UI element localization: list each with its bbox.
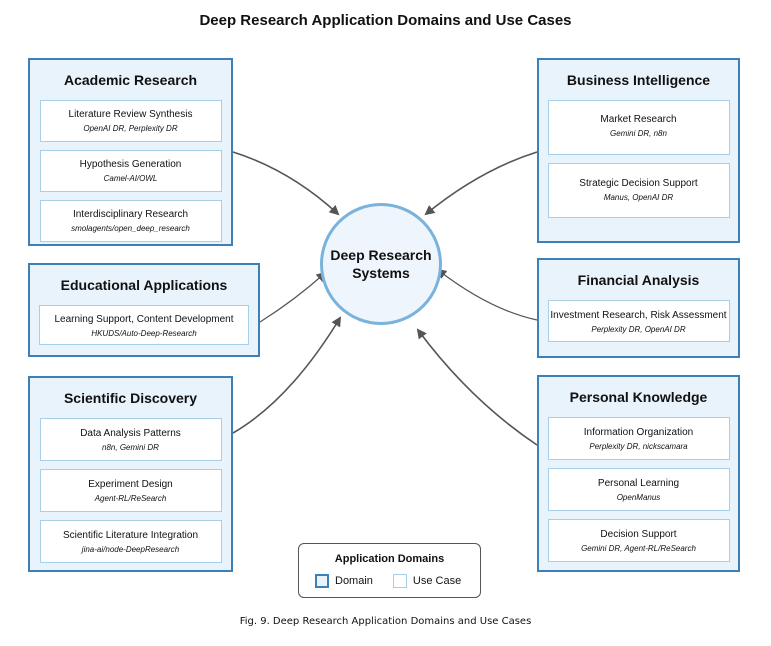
- usecase-tools: jina-ai/node-DeepResearch: [81, 545, 180, 554]
- usecase-tools: Camel-AI/OWL: [103, 174, 158, 183]
- usecase-tools: Manus, OpenAI DR: [603, 193, 674, 202]
- domain-personal-knowledge: Personal Knowledge Information Organizat…: [537, 375, 740, 572]
- arrow-educational: [259, 271, 327, 323]
- usecase-tools: smolagents/open_deep_research: [71, 224, 190, 233]
- arrow-financial: [436, 268, 538, 321]
- usecase-box: Personal Learning OpenManus: [547, 468, 730, 511]
- domain-title: Personal Knowledge: [569, 389, 708, 405]
- usecase-name: Personal Learning: [597, 478, 680, 489]
- usecase-tools: OpenAI DR, Perplexity DR: [83, 124, 178, 133]
- legend-title: Application Domains: [334, 553, 445, 565]
- domain-academic-research: Academic Research Literature Review Synt…: [28, 58, 233, 246]
- domain-financial-analysis: Financial Analysis Investment Research, …: [537, 258, 740, 358]
- usecase-box: Literature Review Synthesis OpenAI DR, P…: [39, 100, 222, 142]
- domain-title: Business Intelligence: [566, 72, 711, 88]
- usecase-tools: Gemini DR, Agent-RL/ReSearch: [581, 544, 696, 553]
- usecase-name: Scientific Literature Integration: [62, 530, 199, 541]
- domain-title: Scientific Discovery: [63, 390, 198, 406]
- domain-title: Educational Applications: [60, 277, 228, 293]
- usecase-box: Information Organization Perplexity DR, …: [547, 417, 730, 460]
- usecase-name: Learning Support, Content Development: [54, 314, 234, 325]
- arrow-scientific: [232, 316, 342, 434]
- usecase-box: Strategic Decision Support Manus, OpenAI…: [547, 163, 730, 218]
- usecase-box: Decision Support Gemini DR, Agent-RL/ReS…: [547, 519, 730, 562]
- legend: Application Domains Domain Use Case: [298, 543, 481, 598]
- center-node-deep-research-systems: Deep Research Systems: [320, 203, 442, 325]
- arrow-business: [424, 151, 538, 216]
- usecase-box: Experiment Design Agent-RL/ReSearch: [39, 469, 222, 512]
- usecase-name: Literature Review Synthesis: [68, 109, 193, 120]
- usecase-name: Investment Research, Risk Assessment: [550, 310, 727, 321]
- usecase-box: Data Analysis Patterns n8n, Gemini DR: [39, 418, 222, 461]
- usecase-tools: n8n, Gemini DR: [102, 443, 159, 452]
- usecase-name: Information Organization: [583, 427, 694, 438]
- domain-title: Financial Analysis: [577, 272, 700, 288]
- usecase-name: Interdisciplinary Research: [72, 209, 189, 220]
- usecase-tools: Perplexity DR, nickscamara: [589, 442, 688, 451]
- diagram-title: Deep Research Application Domains and Us…: [199, 12, 572, 29]
- usecase-name: Decision Support: [600, 529, 677, 540]
- domain-scientific-discovery: Scientific Discovery Data Analysis Patte…: [28, 376, 233, 572]
- usecase-tools: Gemini DR, n8n: [610, 129, 667, 138]
- center-line-1: Deep Research: [330, 247, 432, 263]
- legend-domain-label: Domain: [335, 575, 373, 587]
- usecase-box: Scientific Literature Integration jina-a…: [39, 520, 222, 563]
- usecase-name: Data Analysis Patterns: [80, 428, 181, 439]
- domain-title: Academic Research: [63, 72, 198, 88]
- usecase-tools: OpenManus: [616, 493, 661, 502]
- usecase-name: Hypothesis Generation: [79, 159, 182, 170]
- usecase-box: Market Research Gemini DR, n8n: [547, 100, 730, 155]
- legend-row: Domain Use Case: [315, 574, 461, 588]
- domain-educational-applications: Educational Applications Learning Suppor…: [28, 263, 260, 357]
- figure-caption: Fig. 9. Deep Research Application Domain…: [239, 616, 532, 627]
- usecase-name: Market Research: [600, 114, 677, 125]
- domain-business-intelligence: Business Intelligence Market Research Ge…: [537, 58, 740, 243]
- usecase-tools: HKUDS/Auto-Deep-Research: [91, 329, 197, 338]
- arrow-academic: [232, 151, 340, 216]
- usecase-name: Strategic Decision Support: [579, 178, 698, 189]
- usecase-box: Learning Support, Content Development HK…: [39, 305, 249, 345]
- usecase-box: Hypothesis Generation Camel-AI/OWL: [39, 150, 222, 192]
- arrow-personal: [416, 328, 538, 446]
- usecase-tools: Agent-RL/ReSearch: [94, 494, 167, 503]
- center-line-2: Systems: [352, 265, 410, 281]
- usecase-box: Interdisciplinary Research smolagents/op…: [39, 200, 222, 242]
- usecase-tools: Perplexity DR, OpenAI DR: [591, 325, 686, 334]
- legend-usecase-label: Use Case: [412, 575, 462, 587]
- legend-usecase-swatch: [392, 574, 407, 588]
- usecase-box: Investment Research, Risk Assessment Per…: [547, 300, 730, 342]
- usecase-name: Experiment Design: [88, 479, 173, 490]
- legend-domain-swatch: [315, 574, 329, 588]
